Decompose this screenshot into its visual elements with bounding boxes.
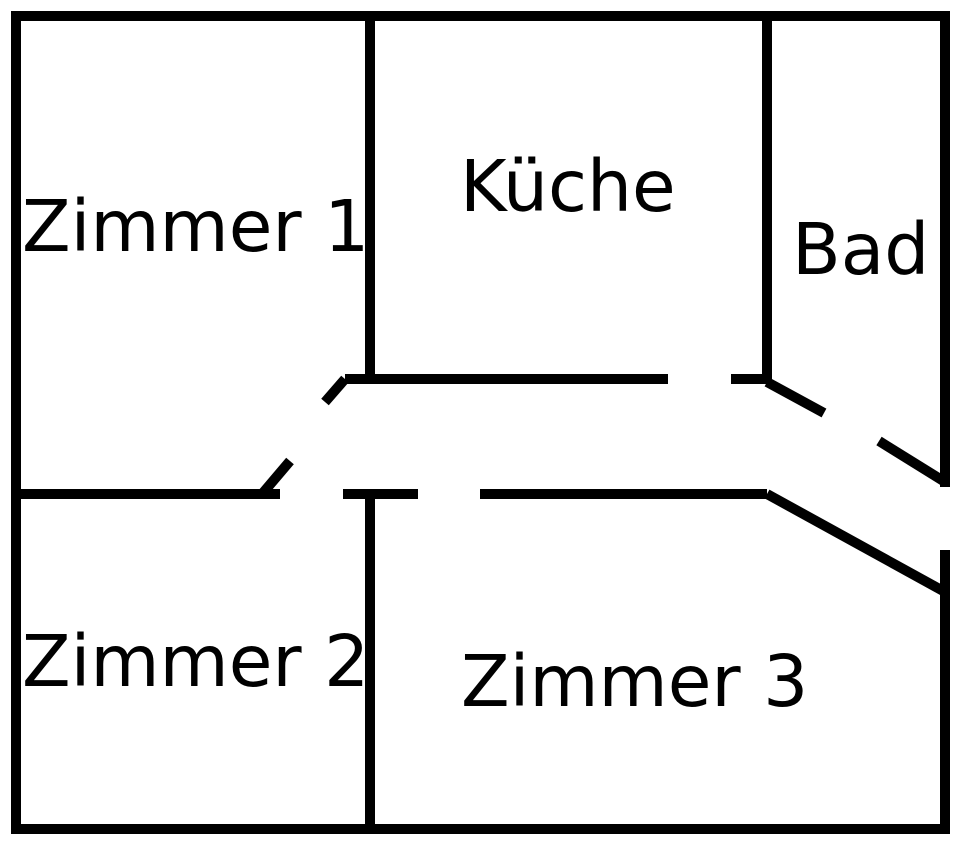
- room-label-kueche: Küche: [460, 145, 676, 228]
- wall-zimmer3-angled: [764, 489, 948, 597]
- door-zimmer1-upper: [321, 375, 349, 406]
- room-label-zimmer-3: Zimmer 3: [461, 640, 809, 723]
- room-label-bad: Bad: [792, 208, 930, 291]
- door-bad-upper: [764, 377, 827, 418]
- door-zimmer1-lower: [258, 457, 294, 498]
- room-label-zimmer-1: Zimmer 1: [22, 185, 370, 268]
- door-bad-lower: [876, 436, 948, 487]
- room-label-zimmer-2: Zimmer 2: [22, 620, 370, 703]
- outer-wall: [11, 11, 950, 834]
